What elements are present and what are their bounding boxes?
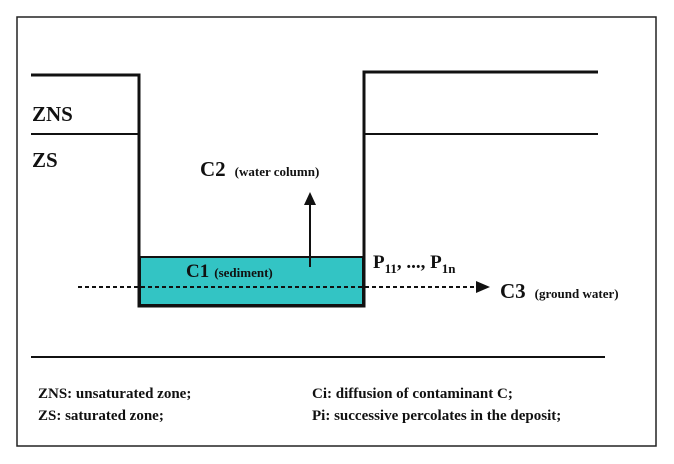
c2-label: C2 (water column) xyxy=(200,157,319,181)
legend-zs: ZS: saturated zone; xyxy=(38,408,164,424)
legend-zns: ZNS: unsaturated zone; xyxy=(38,386,191,402)
zone-label-zns: ZNS xyxy=(32,102,73,126)
figure-frame xyxy=(16,16,657,447)
percolates-label: P11, ..., P1n xyxy=(373,252,456,276)
legend-ci: Ci: diffusion of contaminant C; xyxy=(312,386,513,402)
percolation-arrow-head xyxy=(476,281,490,293)
c1-label: C1 (sediment) xyxy=(186,261,273,282)
legend-pi: Pi: successive percolates in the deposit… xyxy=(312,408,561,424)
c3-label: C3 (ground water) xyxy=(500,279,619,303)
sediment-layer xyxy=(139,256,364,306)
zone-label-zs: ZS xyxy=(32,148,58,172)
diffusion-arrow-up-head xyxy=(304,192,316,205)
